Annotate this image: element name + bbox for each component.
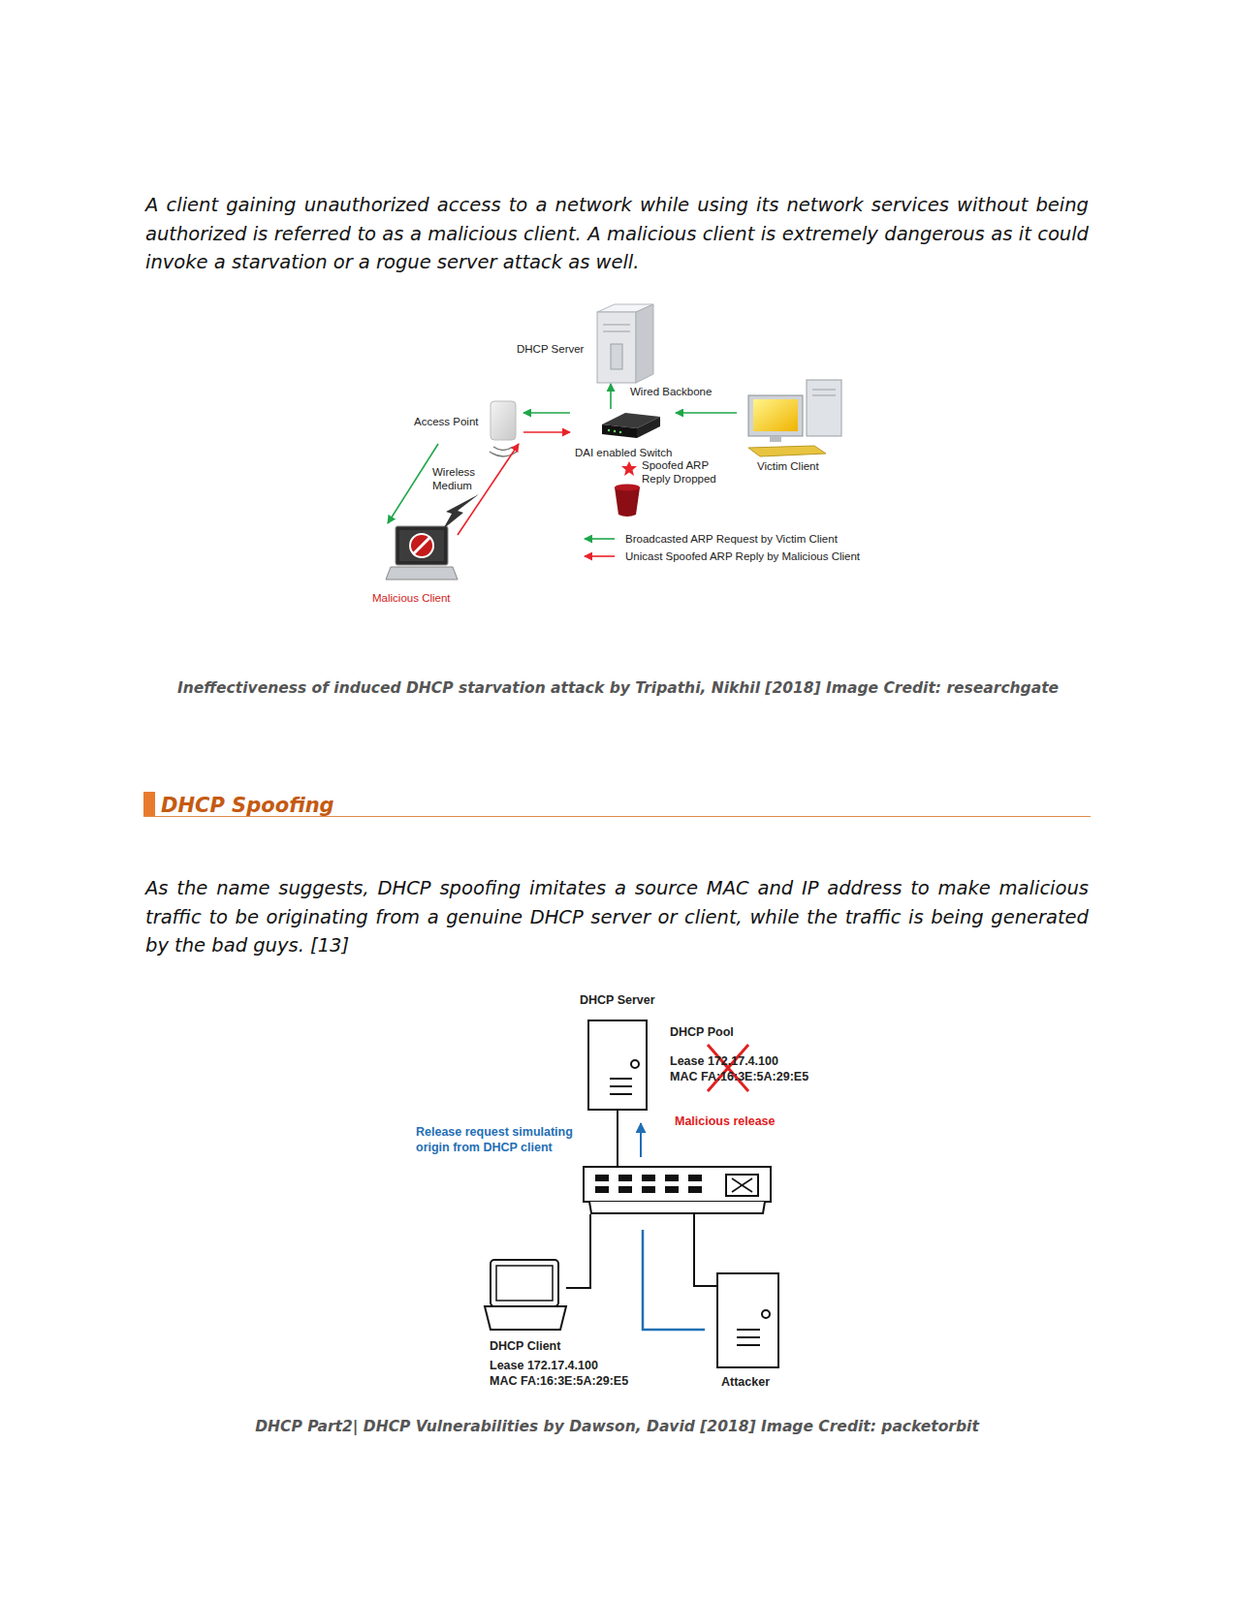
wire xyxy=(616,1109,619,1168)
arp-arrow xyxy=(609,383,612,410)
node-label: DHCP Client xyxy=(489,1338,561,1355)
node-label: DHCP Server xyxy=(579,992,656,1009)
switch-port xyxy=(595,1186,609,1194)
paragraph: As the name suggests, DHCP spoofing imit… xyxy=(145,874,1089,961)
node-box: DAI enabled Switch xyxy=(570,409,676,462)
drop-label: Spoofed ARP Reply Dropped xyxy=(641,458,720,486)
release-arrow xyxy=(639,1123,642,1158)
pool-heading: DHCP Pool xyxy=(669,1024,734,1041)
access-point-icon xyxy=(489,401,517,457)
medium-label: Wireless Medium xyxy=(432,465,481,493)
node-label: DAI enabled Switch xyxy=(574,445,672,460)
node-box: Victim Client xyxy=(736,387,849,477)
victim-computer-icon xyxy=(748,380,842,457)
trash-bin xyxy=(614,484,640,518)
node-box: DHCP Server xyxy=(577,992,659,1111)
node-label: Victim Client xyxy=(757,459,820,474)
heading-bar xyxy=(143,792,156,817)
node-box: Access Point xyxy=(412,399,524,444)
figure-caption: DHCP Part2| DHCP Vulnerabilities by Daws… xyxy=(145,1416,1089,1439)
drop-star xyxy=(621,461,637,476)
node-box: Malicious Client xyxy=(368,523,458,607)
legend-text: Broadcasted ARP Request by Victim Client xyxy=(625,532,838,546)
switch-port xyxy=(641,1186,656,1194)
section-heading: DHCP Spoofing xyxy=(160,792,335,819)
node-detail: MAC FA:16:3E:5A:29:E5 xyxy=(489,1373,629,1390)
release-label: Malicious release xyxy=(674,1113,776,1130)
switch-box xyxy=(583,1167,771,1214)
switch-port xyxy=(618,1174,633,1182)
legend-text: Unicast Spoofed ARP Reply by Malicious C… xyxy=(625,549,860,564)
switch-port xyxy=(595,1174,609,1182)
wire xyxy=(566,1214,591,1289)
malicious-laptop-icon xyxy=(385,526,458,580)
attacker-server-box xyxy=(717,1273,779,1368)
switch-icon xyxy=(602,412,661,439)
switch-port xyxy=(641,1174,656,1182)
node-box: Attacker xyxy=(713,1271,784,1393)
switch-port xyxy=(618,1186,633,1194)
server-icon xyxy=(597,304,654,383)
node-detail: Lease 172.17.4.100 xyxy=(489,1358,599,1374)
arp-arrow xyxy=(675,412,737,414)
node-box: DHCP ClientLease 172.17.4.100MAC FA:16:3… xyxy=(484,1258,640,1395)
legend-arrow xyxy=(584,538,615,540)
node-label: Attacker xyxy=(721,1374,770,1391)
arp-arrow xyxy=(523,431,571,434)
dhcp-server-box xyxy=(588,1020,647,1110)
switch-port xyxy=(688,1186,702,1194)
switch-port xyxy=(688,1174,702,1182)
node-label: Access Point xyxy=(413,414,478,429)
attack-path xyxy=(642,1230,705,1331)
link-label: Wired Backbone xyxy=(630,384,712,399)
arp-arrow xyxy=(523,412,571,414)
mac-text: MAC FA:16:3E:5A:29:E5 xyxy=(669,1069,809,1085)
switch-port xyxy=(665,1174,679,1182)
switch-port xyxy=(665,1186,679,1194)
node-box: DHCP Server xyxy=(516,302,660,384)
legend-arrow xyxy=(584,555,615,558)
lease-text: Lease 172.17.4.100 xyxy=(669,1053,779,1070)
figure-caption: Ineffectiveness of induced DHCP starvati… xyxy=(155,677,1081,700)
paragraph: A client gaining unauthorized access to … xyxy=(145,190,1089,278)
node-label: Malicious Client xyxy=(372,591,451,605)
node-label: DHCP Server xyxy=(516,342,584,356)
arp-arrow xyxy=(387,443,439,524)
release-note: Release request simulating origin from D… xyxy=(415,1124,583,1156)
laptop-icon xyxy=(484,1260,567,1331)
wire xyxy=(694,1214,718,1287)
